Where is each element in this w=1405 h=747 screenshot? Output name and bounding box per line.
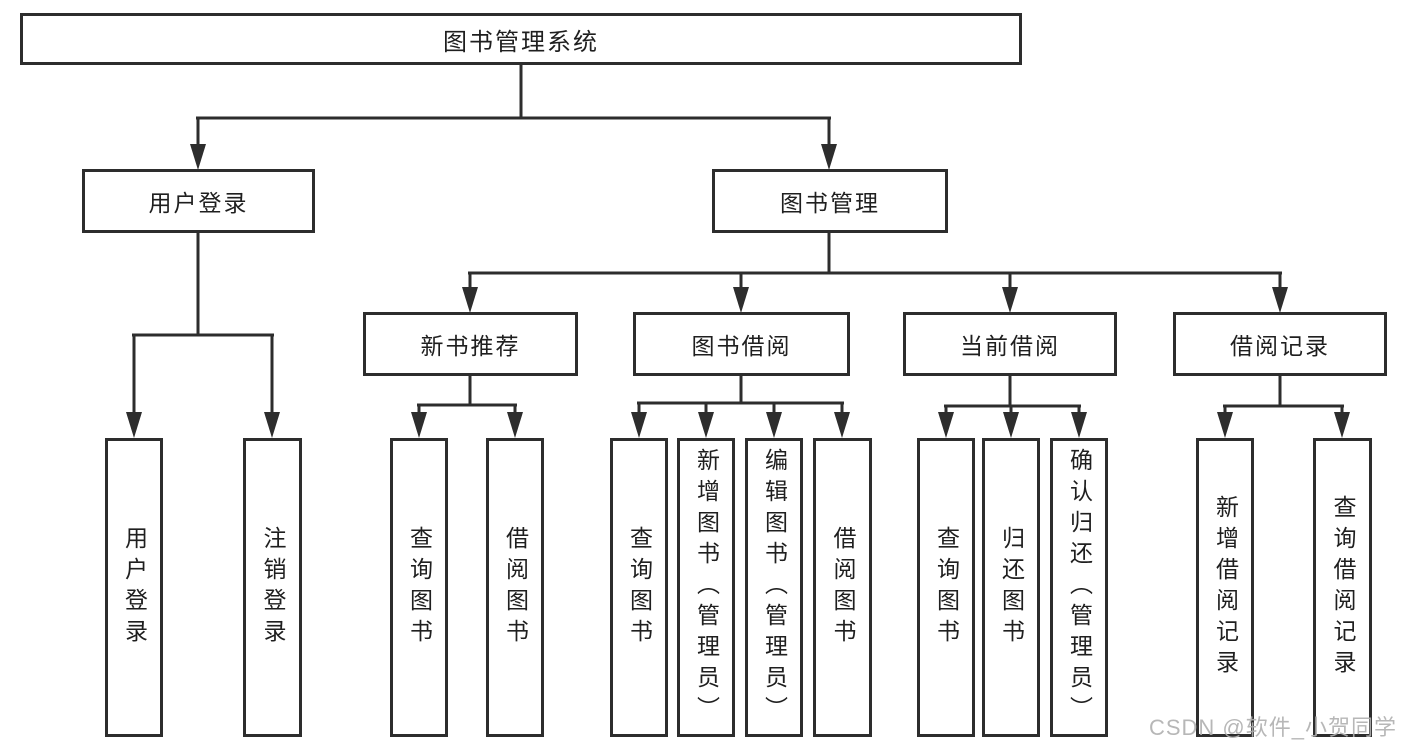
node-label: 确认归还（管理员）	[1066, 448, 1093, 727]
node-label: 查询借阅记录	[1330, 494, 1356, 681]
leaf-newbook-borrow-books: 借阅图书	[486, 438, 544, 737]
leaf-newbook-query-books: 查询图书	[390, 438, 448, 737]
node-label: 新书推荐	[420, 333, 521, 359]
leaf-borrow-borrow-books: 借阅图书	[813, 438, 872, 737]
leaf-borrow-query-books: 查询图书	[610, 438, 668, 737]
leaf-user-login: 用户登录	[105, 438, 163, 737]
node-label: 借阅图书	[502, 525, 529, 650]
node-label: 图书管理系统	[443, 28, 599, 56]
node-label: 借阅记录	[1230, 333, 1330, 359]
leaf-current-confirm-return-admin: 确认归还（管理员）	[1050, 438, 1108, 737]
leaf-borrow-add-books-admin: 新增图书（管理员）	[677, 438, 735, 737]
node-label: 新增借阅记录	[1212, 494, 1239, 681]
leaf-current-query-books: 查询图书	[917, 438, 975, 737]
node-label: 借阅图书	[830, 525, 856, 650]
node-label: 归还图书	[998, 525, 1025, 650]
node-label: 编辑图书（管理员）	[761, 448, 788, 727]
node-label: 注销登录	[260, 525, 286, 650]
node-root-library-system: 图书管理系统	[20, 13, 1022, 65]
node-label: 当前借阅	[960, 333, 1060, 359]
node-user-login: 用户登录	[82, 169, 315, 233]
leaf-record-query-borrow-record: 查询借阅记录	[1313, 438, 1372, 737]
node-book-borrow: 图书借阅	[633, 312, 850, 376]
node-new-book-recommend: 新书推荐	[363, 312, 578, 376]
node-label: 用户登录	[148, 190, 249, 216]
node-label: 查询图书	[933, 525, 960, 650]
node-label: 图书管理	[780, 190, 880, 216]
node-label: 查询图书	[406, 525, 433, 650]
leaf-current-return-books: 归还图书	[982, 438, 1040, 737]
node-label: 用户登录	[121, 525, 148, 650]
node-label: 新增图书（管理员）	[693, 448, 720, 727]
node-book-management: 图书管理	[712, 169, 948, 233]
leaf-borrow-edit-books-admin: 编辑图书（管理员）	[745, 438, 803, 737]
leaf-record-add-borrow-record: 新增借阅记录	[1196, 438, 1254, 737]
csdn-watermark: CSDN @软件_小贺同学	[1148, 715, 1397, 740]
leaf-logout: 注销登录	[243, 438, 302, 737]
node-current-borrow: 当前借阅	[903, 312, 1117, 376]
node-label: 查询图书	[626, 525, 653, 650]
node-borrow-record: 借阅记录	[1173, 312, 1387, 376]
node-label: 图书借阅	[691, 333, 792, 359]
